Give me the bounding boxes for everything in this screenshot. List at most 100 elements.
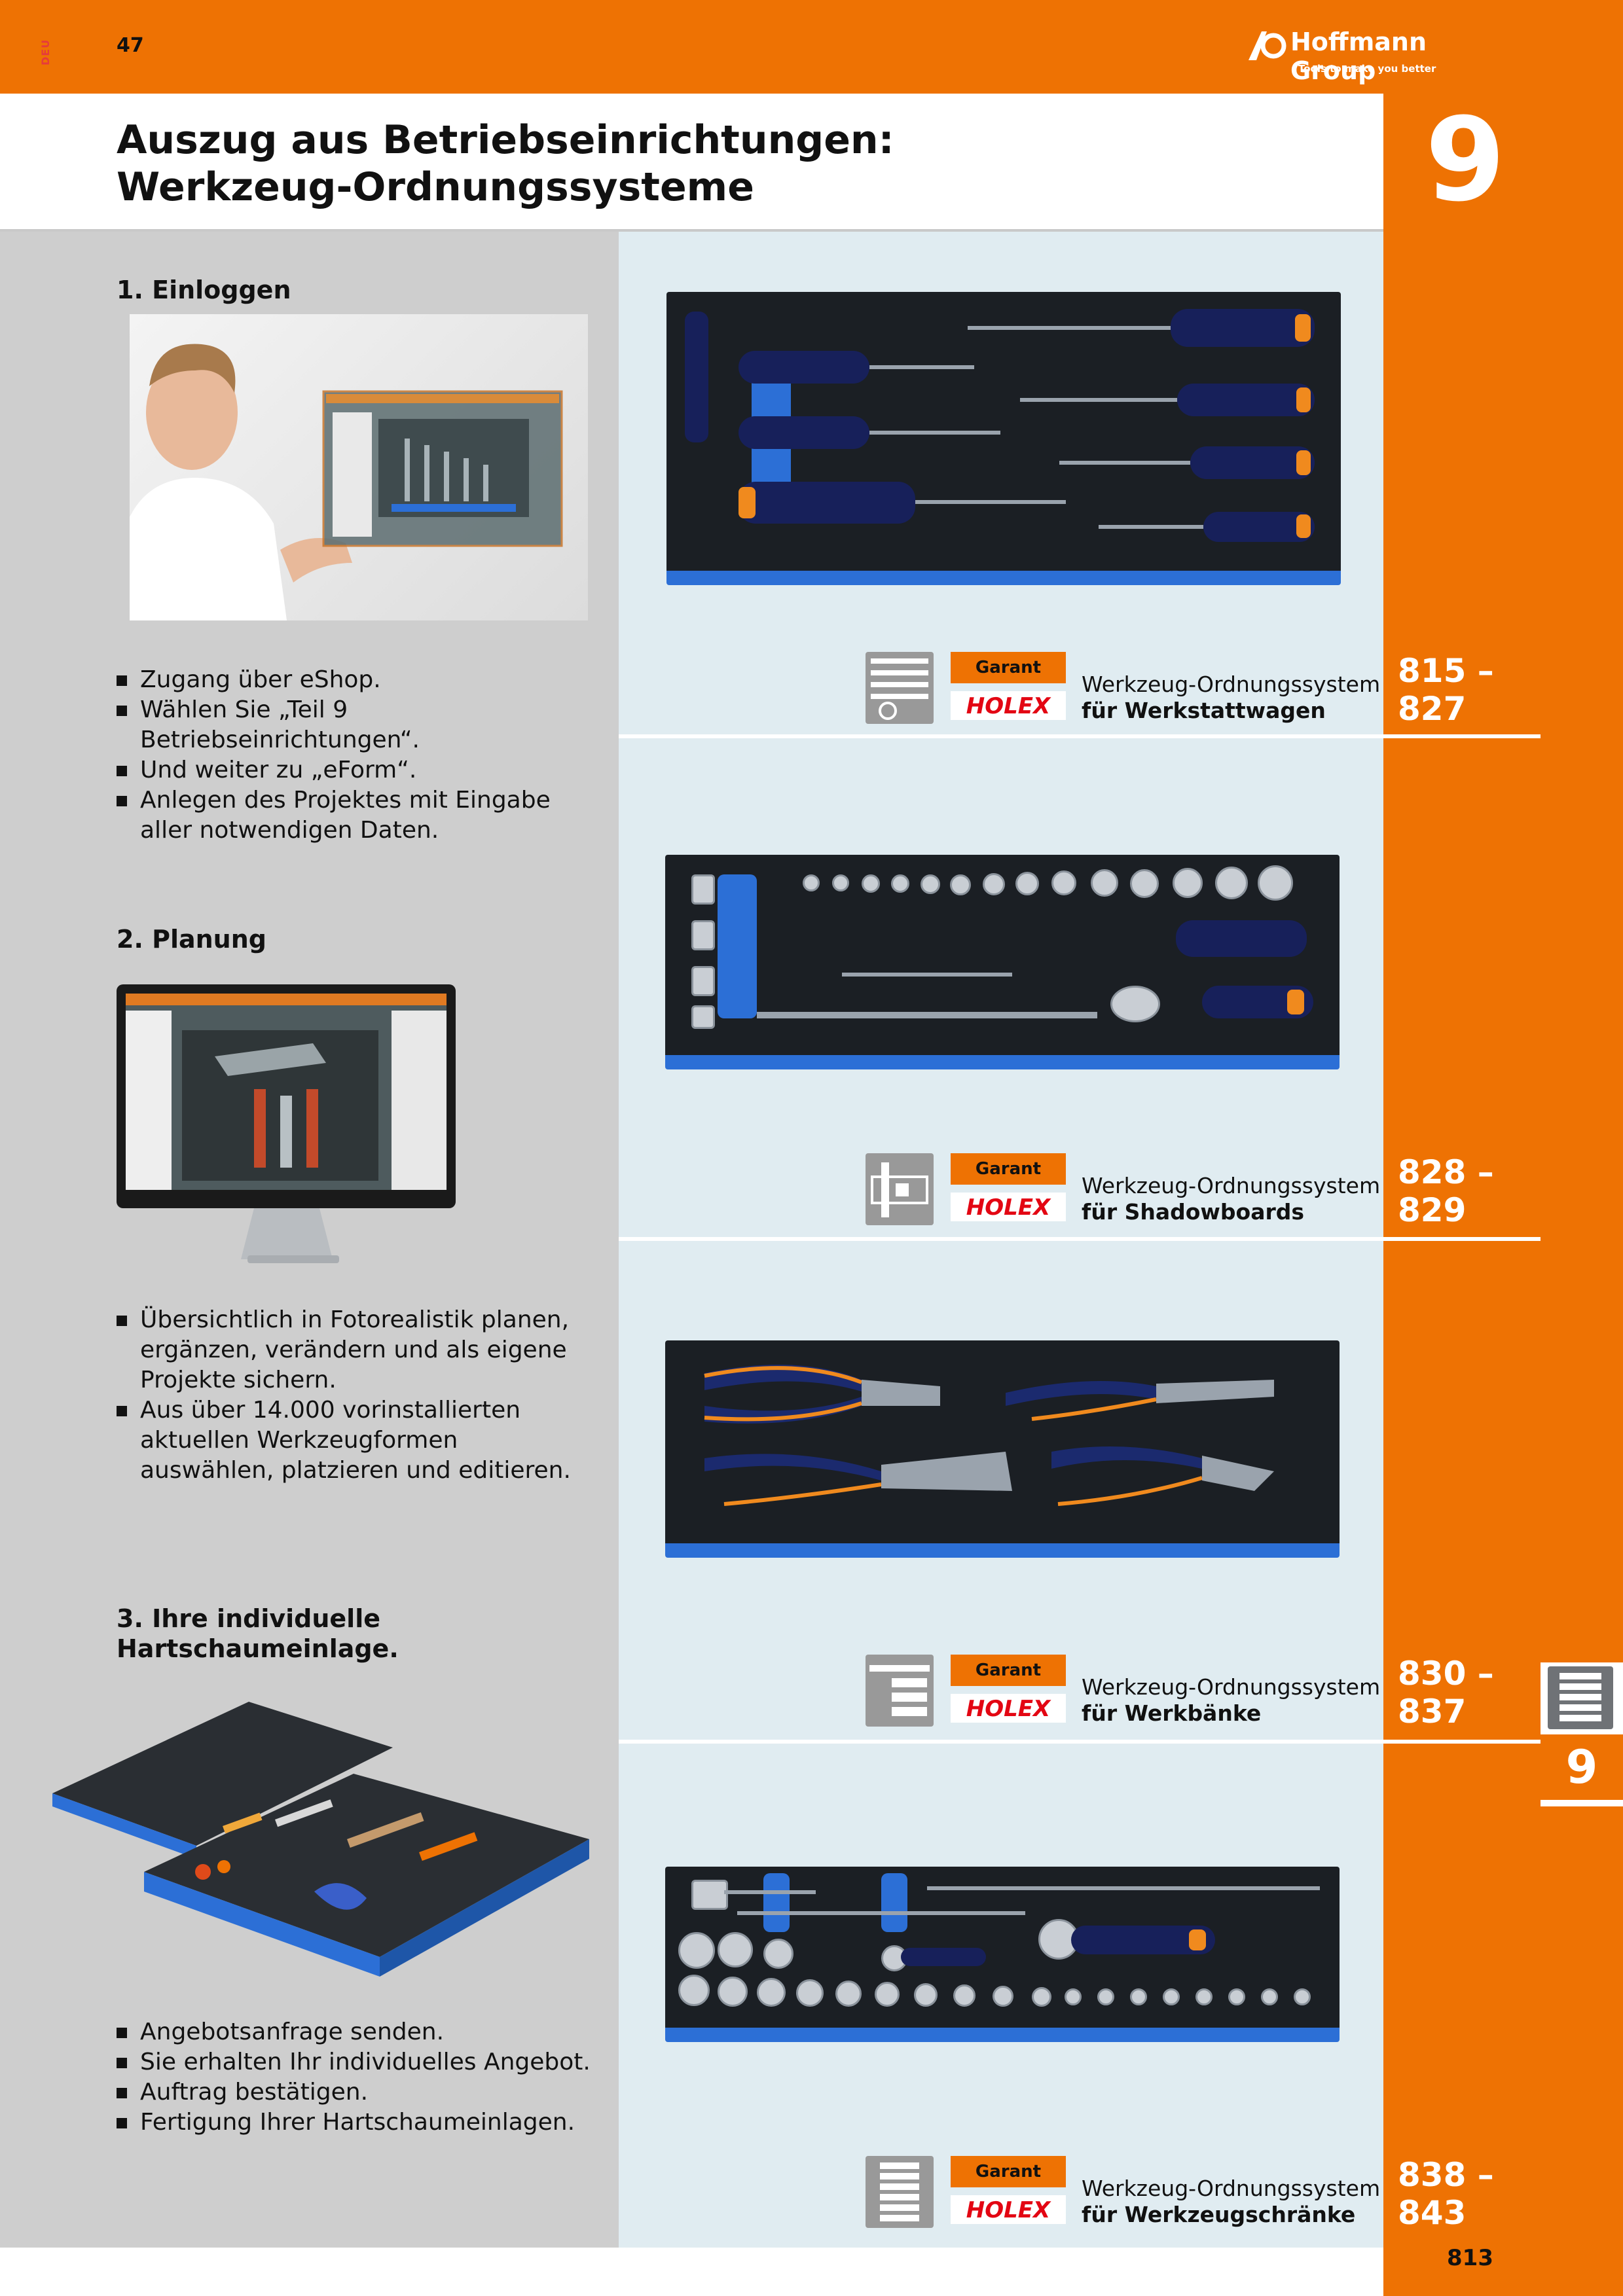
screwdriver-tip [739, 487, 756, 518]
ratchet-handle [1176, 920, 1307, 957]
page-number: 813 [1447, 2245, 1493, 2271]
shadowboard-icon [866, 1153, 934, 1225]
screwdriver-handle [739, 482, 915, 524]
title-divider [0, 229, 1383, 232]
socket [914, 1983, 938, 2007]
divider [1383, 1237, 1541, 1241]
screwdriver-handle [1190, 446, 1315, 479]
divider [1383, 1740, 1541, 1744]
garant-brand-badge: Garant [951, 1153, 1066, 1185]
socket [691, 1880, 728, 1910]
screwdriver-shaft [1059, 461, 1190, 465]
foam-insert [763, 1873, 790, 1932]
socket [1294, 1988, 1311, 2005]
side-tab-chapter-number: 9 [1541, 1734, 1623, 1800]
system-3-line2: für Werkbänke [1082, 1700, 1262, 1726]
logo-tagline: Tools to make you better [1298, 63, 1436, 75]
login-photo [130, 314, 588, 620]
hoffmann-logo-icon [1249, 31, 1286, 60]
socket [757, 1978, 786, 2007]
socket [1195, 1988, 1213, 2005]
page-title: Auszug aus Betriebseinrichtungen: Werkze… [117, 117, 894, 211]
monitor-photo [117, 984, 457, 1275]
system-1-pages: 815 – 827 [1398, 652, 1494, 728]
socket [1097, 1988, 1114, 2005]
list-item: Angebotsanfrage senden. [117, 2017, 594, 2047]
monitor-illustration [117, 984, 456, 1263]
hoffmann-logo: Hoffmann Group Tools to make you better [1247, 27, 1509, 85]
system-1-line1: Werkzeug-Ordnungssystem [1082, 672, 1381, 697]
screwdriver-shaft [869, 431, 1000, 435]
page-range-end: 837 [1398, 1693, 1467, 1731]
socket [691, 920, 715, 950]
screwdriver-tip [1296, 514, 1311, 538]
screwdriver-handle [1171, 309, 1315, 347]
page-range-end: 843 [1398, 2194, 1467, 2232]
socket [983, 873, 1005, 895]
screwdriver-handle [739, 351, 869, 384]
screwdriver-shaft [968, 326, 1171, 330]
socket [1173, 868, 1203, 898]
socket [691, 966, 715, 996]
person-illustration [130, 344, 563, 620]
screwdriver-handle [1177, 384, 1315, 416]
socket [993, 1986, 1013, 2007]
screwdriver-shaft [1099, 525, 1203, 529]
system-3-line1: Werkzeug-Ordnungssystem [1082, 1674, 1381, 1700]
socket [1051, 870, 1076, 895]
system-2-line2: für Shadowboards [1082, 1199, 1305, 1225]
list-item: Aus über 14.000 vorinstallierten aktuell… [117, 1395, 594, 1486]
foam-insert-photo [52, 1676, 589, 1990]
socket [691, 1005, 715, 1029]
socket [1091, 869, 1118, 897]
screwdriver-tray-photo [666, 292, 1341, 585]
socket [835, 1981, 862, 2007]
system-4-pages: 838 – 843 [1398, 2156, 1494, 2232]
cabinet-icon [1548, 1666, 1613, 1729]
system-2-pages: 828 – 829 [1398, 1153, 1494, 1229]
screwdriver-handle [1203, 512, 1315, 542]
header-bar [0, 0, 1623, 94]
divider [619, 734, 1383, 738]
system-2-line1: Werkzeug-Ordnungssystem [1082, 1173, 1381, 1198]
screwdriver-shaft [869, 365, 974, 369]
socket [796, 1979, 824, 2007]
holex-brand-badge: HOLEX [951, 691, 1066, 720]
step-3-heading: 3. Ihre individuelle Hartschaumeinlage. [117, 1604, 399, 1663]
system-4-line2: für Werkzeugschränke [1082, 2202, 1356, 2227]
list-item: Und weiter zu „eForm“. [117, 755, 594, 785]
socket [763, 1939, 793, 1969]
extension-bar [737, 1911, 1025, 1915]
page-range-start: 830 – [1398, 1655, 1494, 1693]
chapter-page-counter: 47 [117, 34, 144, 57]
pliers-tray-photo [665, 1340, 1340, 1558]
ratchet-handle [901, 1948, 986, 1966]
system-1-line2: für Werkstattwagen [1082, 698, 1326, 723]
holex-brand-badge: HOLEX [951, 2195, 1066, 2224]
page-range-start: 828 – [1398, 1153, 1494, 1191]
extension-bar [757, 1012, 1097, 1018]
language-tag: DEU [39, 39, 52, 65]
socket-tray-photo [665, 855, 1340, 1069]
garant-brand-badge: Garant [951, 652, 1066, 683]
ratchet-tray-photo [665, 1867, 1340, 2042]
socket [1015, 872, 1039, 895]
tool-cabinet-icon [866, 2156, 934, 2228]
step-2-heading: 2. Planung [117, 925, 266, 954]
socket [891, 874, 909, 893]
socket [832, 874, 849, 891]
foam-insert [718, 874, 757, 1018]
socket [1258, 865, 1293, 901]
page-range-start: 815 – [1398, 652, 1494, 690]
socket [803, 874, 820, 891]
socket [1032, 1987, 1051, 2007]
ratchet-head [1110, 986, 1160, 1022]
chapter-column [1383, 94, 1623, 2296]
extension-bar [724, 1890, 816, 1894]
list-item: Zugang über eShop. [117, 665, 594, 695]
socket [1065, 1988, 1082, 2005]
page-range-end: 827 [1398, 690, 1467, 728]
socket [718, 1932, 753, 1967]
workbench-icon [866, 1655, 934, 1727]
divider [619, 1237, 1383, 1241]
